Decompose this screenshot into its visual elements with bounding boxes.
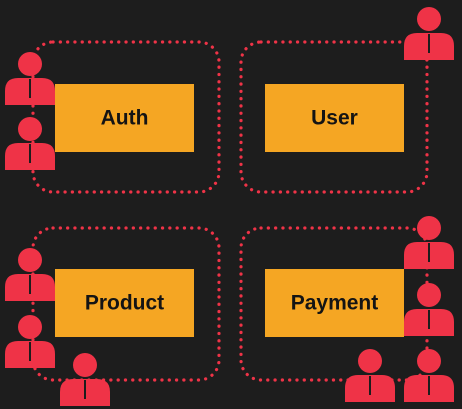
person-icon (5, 117, 55, 170)
service-box-user (265, 84, 404, 152)
service-label-payment: Payment (291, 292, 379, 315)
region-product: Product (31, 226, 221, 382)
region-border-product (31, 226, 221, 382)
region-border-user (239, 40, 429, 194)
service-box-payment (265, 269, 404, 337)
service-label-user: User (311, 107, 358, 130)
service-box-auth (55, 84, 194, 152)
service-label-product: Product (85, 292, 164, 315)
region-auth: Auth (31, 40, 221, 194)
region-user: User (239, 40, 429, 194)
person-icon (5, 52, 55, 105)
region-border-auth (31, 40, 221, 194)
service-label-auth: Auth (101, 107, 149, 130)
region-payment: Payment (239, 226, 429, 382)
person-icon (404, 7, 454, 60)
person-icon (345, 349, 395, 402)
person-icon (60, 353, 110, 406)
person-icon (5, 315, 55, 368)
person-icon (404, 283, 454, 336)
person-icon (5, 248, 55, 301)
service-box-product (55, 269, 194, 337)
user-icons (5, 7, 454, 406)
person-icon (404, 349, 454, 402)
person-icon (404, 216, 454, 269)
